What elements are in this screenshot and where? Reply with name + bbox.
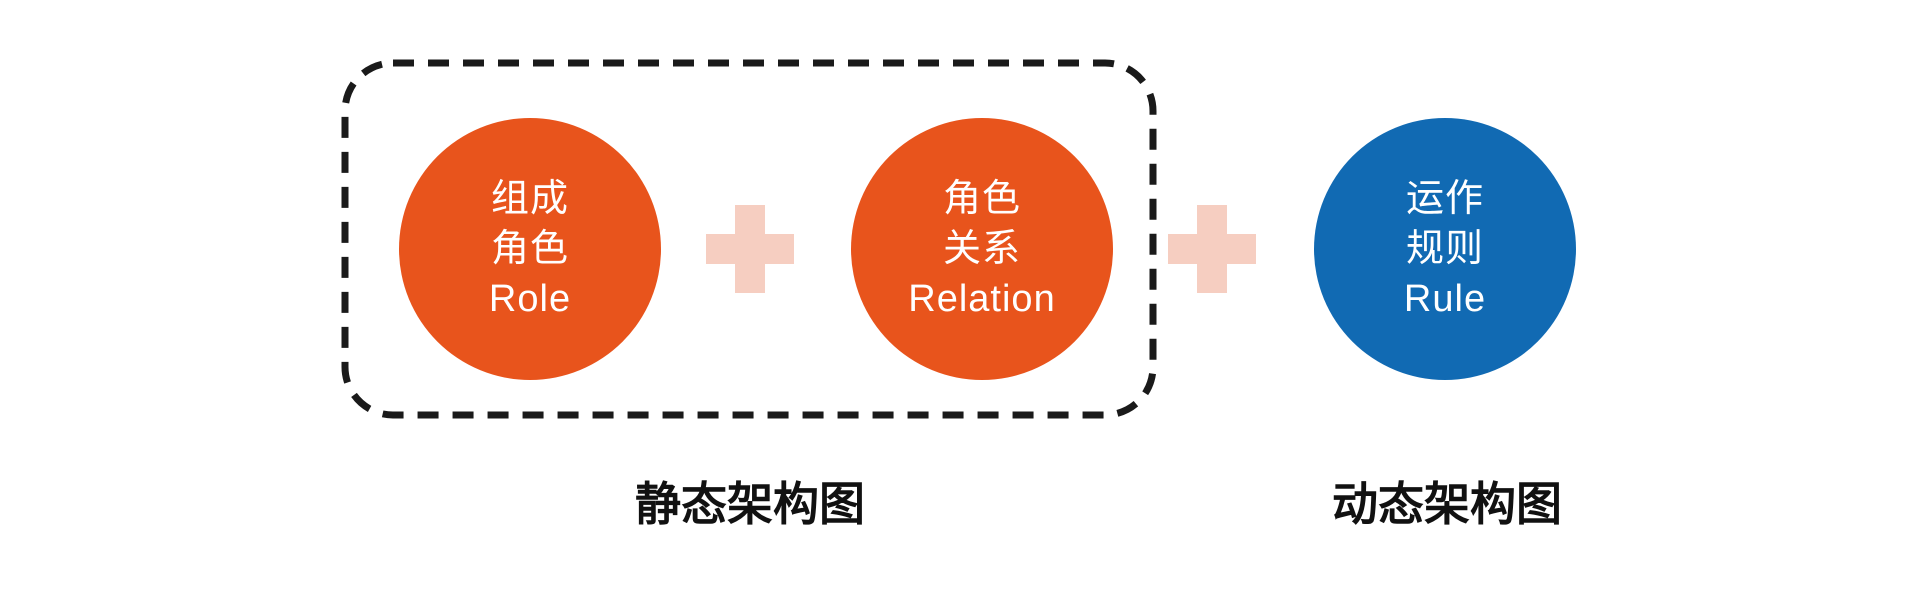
node-role-line-3: Role	[488, 278, 572, 320]
plus-icon-bar	[735, 205, 765, 293]
node-rule-circle: 运作 规则 Rule	[1314, 118, 1576, 380]
plus-icon	[1168, 205, 1256, 293]
static-architecture-label: 静态架构图	[635, 478, 865, 530]
node-relation-line-2: 关系	[942, 228, 1021, 270]
node-role-line-2: 角色	[490, 228, 569, 270]
plus-icon	[706, 205, 794, 293]
node-relation-circle: 角色 关系 Relation	[851, 118, 1113, 380]
node-rule-line-1: 运作	[1405, 178, 1484, 220]
node-role-circle: 组成 角色 Role	[399, 118, 661, 380]
node-role-line-1: 组成	[490, 178, 569, 220]
node-rule-line-3: Rule	[1403, 278, 1487, 320]
static-group-outline-rect	[341, 59, 1157, 419]
dynamic-architecture-label: 动态架构图	[1332, 478, 1562, 530]
node-relation-line-1: 角色	[942, 178, 1021, 220]
static-group-outline	[341, 59, 1157, 419]
node-relation-line-3: Relation	[908, 278, 1056, 320]
plus-icon-bar	[1197, 205, 1227, 293]
node-rule-line-2: 规则	[1405, 228, 1484, 270]
